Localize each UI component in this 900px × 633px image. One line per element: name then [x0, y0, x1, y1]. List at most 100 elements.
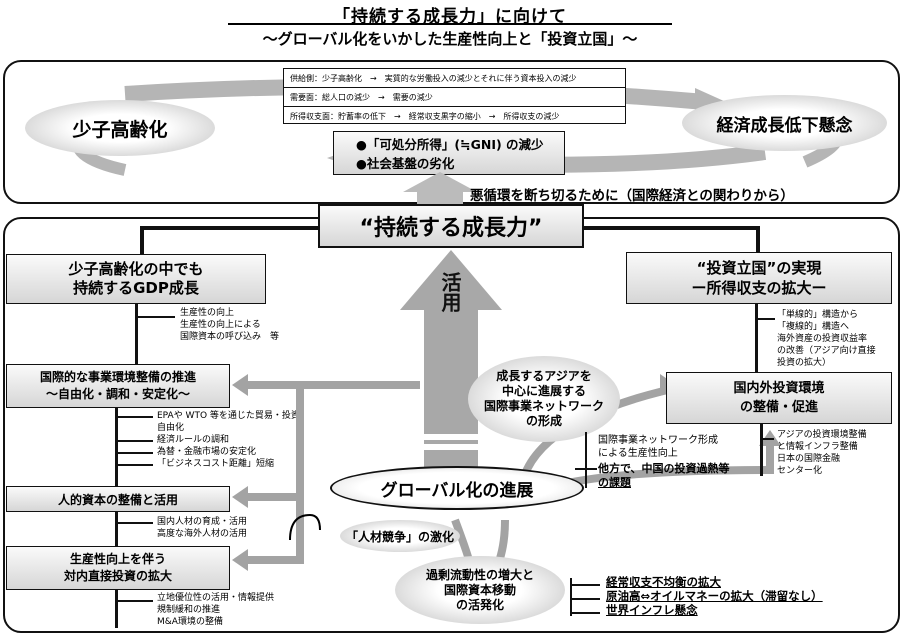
note-item: 経常収支不均衡の拡大	[606, 575, 721, 589]
note-item: 「単線的」構造から	[777, 310, 859, 320]
sustained-growth-title: “持続する成長力”	[318, 204, 584, 248]
cause-row-text: ：貯蓄率の低下 → 経常収支黒字の縮小 → 所得収支の減少	[330, 111, 560, 121]
talent-competition-ellipse: 「人材競争」の激化	[340, 520, 460, 552]
investment-env-notes: アジアの投資環境整備 と情報インフラ整備 日本の国際金融 センター化	[777, 429, 867, 477]
note-item: 立地優位性の活用・情報提供	[157, 593, 275, 603]
ellipse-line: の活発化	[455, 597, 504, 612]
right-header: “投資立国”の実現 ー所得収支の拡大ー	[626, 252, 892, 304]
growth-decline-ellipse: 経済成長低下懸念	[682, 95, 887, 151]
connector-left	[140, 226, 318, 230]
left-header-line: 持続するGDP成長	[73, 279, 199, 297]
connector-left-down	[140, 226, 144, 256]
right-header-line: “投資立国”の実現	[696, 259, 822, 277]
bottom-notes-stem	[570, 578, 572, 616]
note-item: 国際資本の呼び込み 等	[180, 332, 280, 342]
ellipse-line: 国際事業ネットワーク	[483, 399, 604, 413]
left-header-note-branch	[135, 316, 175, 318]
note-item: 海外資産の投資収益率	[777, 334, 868, 344]
ellipse-line: の形成	[525, 414, 562, 428]
cause-row-text: ：少子高齢化 → 実質的な労働投入の減少とそれに伴う資本投入の減少	[314, 73, 577, 83]
box3-stem	[115, 590, 118, 628]
right-header-notes: 「単線的」構造から 「複線的」構造へ 海外資産の投資収益率 の改善（アジア向け直…	[777, 309, 876, 369]
liquidity-ellipse: 過剰流動性の増大と 国際資本移動 の活発化	[395, 556, 565, 624]
note-item: 原油高⇔オイルマネーの拡大（滞留なし）	[606, 589, 823, 603]
ellipse-line: 過剰流動性の増大と	[425, 567, 534, 582]
left-header: 少子高齢化の中でも 持続するGDP成長	[6, 254, 266, 304]
page-title: 「持続する成長力」に向けて	[333, 7, 567, 27]
note-item: 「複線的」構造へ	[777, 322, 850, 332]
impact-box: ●「可処分所得」(≒GNI) の減少 ●社会基盤の劣化	[333, 131, 565, 175]
note-item: 経済ルールの調和	[157, 435, 230, 445]
note-item: 日本の国際金融	[777, 454, 841, 464]
right-header-stem	[755, 304, 758, 372]
box-title-line: の整備・促進	[739, 400, 818, 415]
box-title-line: ～自由化・調和・安定化～	[45, 387, 190, 401]
note-item: による生産性向上	[598, 448, 678, 459]
note-item: 「ビジネスコスト距離」短縮	[157, 459, 275, 469]
note-item: 投資の拡大）	[777, 358, 832, 368]
inward-fdi-box: 生産性向上を伴う 対内直接投資の拡大	[6, 546, 230, 590]
globalization-ellipse: グローバル化の進展	[330, 466, 584, 510]
cause-row-text: ：総人口の減少 → 需要の減少	[314, 92, 433, 102]
impact-bullet: ●社会基盤の劣化	[356, 156, 455, 171]
box2-stem	[115, 512, 118, 546]
cause-rows-box: 供給側 ：少子高齢化 → 実質的な労働投入の減少とそれに伴う資本投入の減少 需要…	[283, 68, 626, 124]
note-item: 国内人材の育成・活用	[157, 517, 248, 527]
note-item: 生産性の向上による	[180, 320, 261, 330]
global-risk-notes: 経常収支不均衡の拡大 原油高⇔オイルマネーの拡大（滞留なし） 世界インフレ懸念	[606, 575, 823, 617]
bottom-note-branch	[570, 584, 600, 586]
box1-note-branch	[115, 416, 153, 418]
box-title-line: 国際的な事業環境整備の推進	[39, 370, 196, 384]
network-note: 国際事業ネットワーク形成 による生産性向上	[598, 434, 718, 460]
bottom-note-branch	[570, 612, 600, 614]
box1-stem	[115, 408, 118, 486]
box-title-line: 人的資本の整備と活用	[57, 492, 178, 507]
title-underline	[228, 23, 672, 25]
right-header-line: ー所得収支の拡大ー	[691, 279, 827, 297]
note-item: 高度な海外人材の活用	[157, 529, 248, 539]
bottom-note-branch	[570, 598, 600, 600]
note-item: の改善（アジア向け直接	[777, 346, 876, 356]
connector-right	[584, 226, 760, 230]
left-header-notes: 生産性の向上 生産性の向上による 国際資本の呼び込み 等	[180, 307, 279, 343]
note-item: センター化	[777, 466, 823, 476]
box1-note-branch	[115, 464, 153, 466]
human-capital-box: 人的資本の整備と活用	[6, 486, 230, 512]
break-cycle-note: 悪循環を断ち切るために（国際経済との関わりから）	[470, 188, 794, 204]
note-item: 世界インフレ懸念	[606, 603, 698, 617]
box3-note-branch	[115, 600, 153, 602]
note-item: と情報インフラ整備	[777, 442, 858, 452]
note-item: 規制緩和の推進	[157, 605, 221, 615]
page-subtitle: ～グローバル化をいかした生産性向上と「投資立国」～	[262, 30, 638, 48]
utilize-arrow-label: 活用	[438, 272, 462, 312]
box1-note-branch	[115, 452, 153, 454]
business-env-box: 国際的な事業環境整備の推進 ～自由化・調和・安定化～	[6, 364, 230, 408]
human-capital-notes: 国内人材の育成・活用 高度な海外人材の活用	[157, 516, 247, 540]
note-item: 為替・金融市場の安定化	[157, 447, 257, 457]
china-note: 他方で、中国の投資過熱等 の課題	[598, 462, 730, 490]
ellipse-line: 中心に進展する	[501, 384, 586, 398]
investment-env-box: 国内外投資環境 の整備・促進	[666, 372, 892, 424]
box2-note-branch	[115, 522, 153, 524]
note-item: 国際事業ネットワーク形成	[598, 435, 718, 446]
business-env-notes: EPAや WTO 等を通じた貿易・投資 自由化 経済ルールの調和 為替・金融市場…	[157, 410, 300, 470]
cause-row-demand: 需要面 ：総人口の減少 → 需要の減少	[284, 88, 625, 107]
connector-right-down	[756, 226, 760, 254]
china-note-branch	[575, 468, 597, 470]
box-title-line: 生産性向上を伴う	[69, 552, 166, 566]
asia-network-ellipse: 成長するアジアを 中心に進展する 国際事業ネットワーク の形成	[468, 356, 620, 442]
right-box-note-branch	[760, 438, 774, 440]
network-note-stem	[585, 432, 587, 488]
left-header-line: 少子高齢化の中でも	[68, 260, 204, 278]
cause-row-label: 所得収支面	[290, 111, 330, 121]
box-title-line: 国内外投資環境	[733, 381, 825, 396]
note-item: 生産性の向上	[180, 308, 235, 318]
note-item: 自由化	[157, 423, 185, 433]
ellipse-line: 国際資本移動	[443, 582, 516, 597]
note-item: アジアの投資環境整備	[777, 430, 867, 440]
right-box-stem	[760, 424, 763, 476]
box1-note-branch	[115, 440, 153, 442]
cause-row-income: 所得収支面 ：貯蓄率の低下 → 経常収支黒字の縮小 → 所得収支の減少	[284, 107, 625, 125]
right-header-note-branch	[755, 318, 775, 320]
aging-ellipse: 少子高齢化	[25, 100, 215, 156]
